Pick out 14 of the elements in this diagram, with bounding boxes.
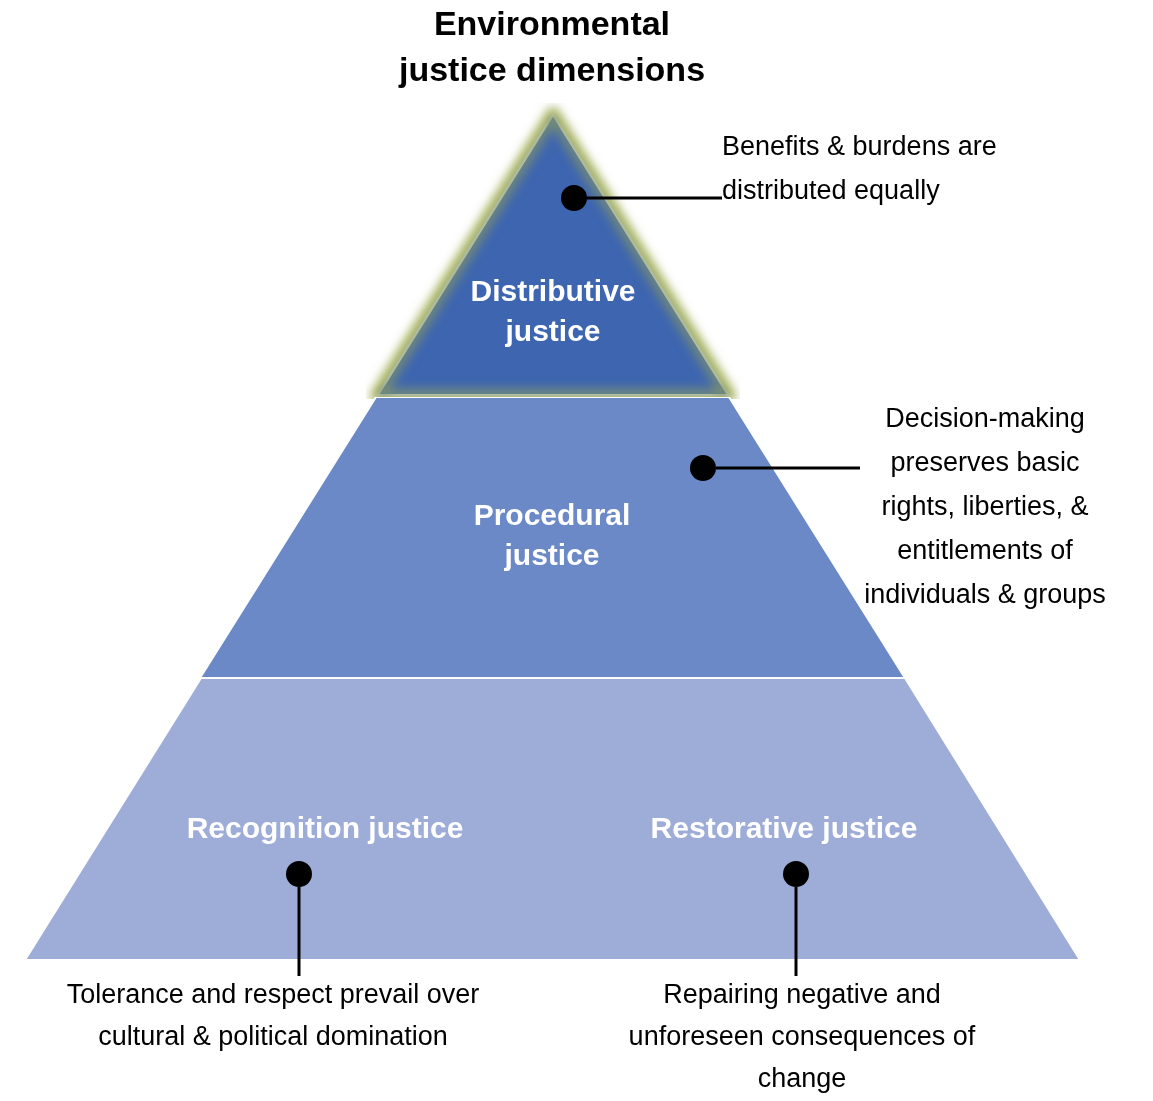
level-label: Restorative justice [649,810,919,846]
description-text: Tolerance and respect prevail over cultural & political domination [63,973,483,1057]
description-text: Benefits & burdens are distributed equally [722,124,1102,212]
level-label: Procedural justice [472,497,632,573]
title: Environmental justice dimensions [397,3,707,90]
leader-line [716,466,860,470]
pyramid-base-band [25,678,1080,960]
leader-line [587,196,722,200]
description-text: Decision-making preserves basic rights, liberties, & entitlements of individuals & groups [860,396,1110,616]
level-label: Recognition justice [185,810,465,846]
leader-line [794,887,798,976]
leader-line [297,887,301,976]
description-text: Repairing negative and unforeseen consequences of change [592,973,1012,1099]
level-label: Distributive justice [469,273,637,349]
